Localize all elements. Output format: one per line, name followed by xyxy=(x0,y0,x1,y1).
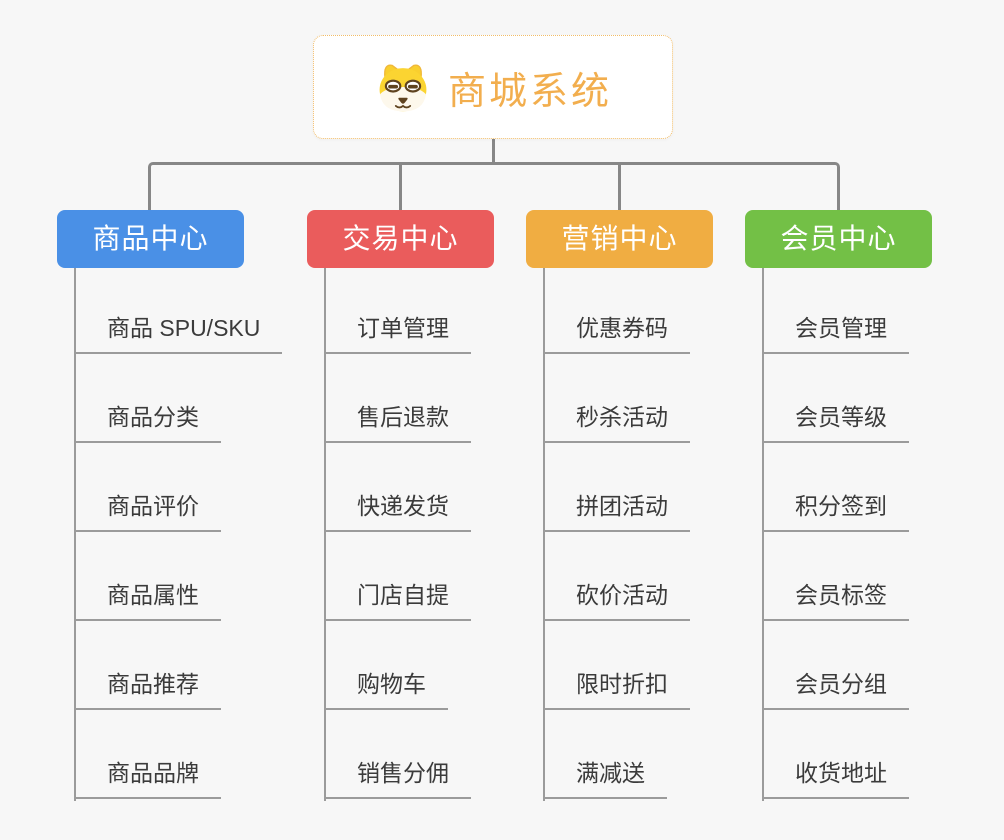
trunk-line xyxy=(324,268,326,801)
leaf-item[interactable]: 购物车 xyxy=(324,668,448,710)
leaf-item[interactable]: 限时折扣 xyxy=(543,668,690,710)
root-connector-line xyxy=(492,139,495,165)
branch-children-trade-center: 订单管理 售后退款 快递发货 门店自提 购物车 销售分佣 xyxy=(324,268,564,803)
leaf-item[interactable]: 收货地址 xyxy=(762,757,909,799)
leaf-item[interactable]: 积分签到 xyxy=(762,490,909,532)
branch-node-product-center[interactable]: 商品中心 xyxy=(57,210,244,268)
leaf-item[interactable]: 销售分佣 xyxy=(324,757,471,799)
leaf-item[interactable]: 快递发货 xyxy=(324,490,471,532)
leaf-item[interactable]: 会员标签 xyxy=(762,579,909,621)
leaf-item[interactable]: 秒杀活动 xyxy=(543,401,690,443)
leaf-item[interactable]: 商品推荐 xyxy=(74,668,221,710)
root-title: 商城系统 xyxy=(447,70,612,113)
leaf-item[interactable]: 商品 SPU/SKU xyxy=(74,312,283,354)
branch-children-product-center: 商品 SPU/SKU 商品分类 商品评价 商品属性 商品推荐 商品品牌 xyxy=(74,268,314,803)
trunk-line xyxy=(74,268,76,801)
trunk-line xyxy=(762,268,764,801)
leaf-item[interactable]: 售后退款 xyxy=(324,401,471,443)
connector-drop-line xyxy=(618,165,621,210)
leaf-item[interactable]: 订单管理 xyxy=(324,312,471,354)
branch-children-member-center: 会员管理 会员等级 积分签到 会员标签 会员分组 收货地址 xyxy=(762,268,1002,803)
leaf-item[interactable]: 商品品牌 xyxy=(74,757,221,799)
leaf-item[interactable]: 商品分类 xyxy=(74,401,221,443)
leaf-item[interactable]: 砍价活动 xyxy=(543,579,690,621)
root-node[interactable]: 商城系统 xyxy=(313,35,673,139)
branch-node-member-center[interactable]: 会员中心 xyxy=(745,210,932,268)
branch-connector-frame xyxy=(148,162,840,210)
dog-face-icon xyxy=(379,64,427,112)
leaf-item[interactable]: 满减送 xyxy=(543,757,667,799)
branch-children-marketing-center: 优惠券码 秒杀活动 拼团活动 砍价活动 限时折扣 满减送 xyxy=(543,268,783,803)
leaf-item[interactable]: 商品属性 xyxy=(74,579,221,621)
leaf-item[interactable]: 拼团活动 xyxy=(543,490,690,532)
branch-node-marketing-center[interactable]: 营销中心 xyxy=(526,210,713,268)
branch-node-trade-center[interactable]: 交易中心 xyxy=(307,210,494,268)
leaf-item[interactable]: 会员管理 xyxy=(762,312,909,354)
leaf-item[interactable]: 会员等级 xyxy=(762,401,909,443)
leaf-item[interactable]: 优惠券码 xyxy=(543,312,690,354)
connector-drop-line xyxy=(399,165,402,210)
leaf-item[interactable]: 门店自提 xyxy=(324,579,471,621)
leaf-item[interactable]: 会员分组 xyxy=(762,668,909,710)
trunk-line xyxy=(543,268,545,801)
leaf-item[interactable]: 商品评价 xyxy=(74,490,221,532)
